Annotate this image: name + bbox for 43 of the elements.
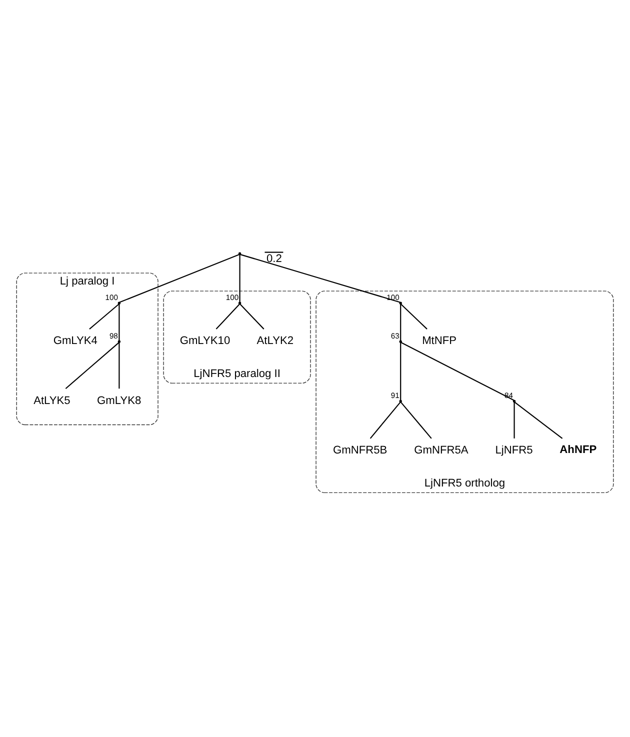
connector — [514, 401, 563, 438]
node-point — [238, 301, 242, 304]
connector — [89, 303, 120, 329]
connector — [65, 342, 120, 389]
node-label: 98 — [109, 330, 118, 340]
node-point — [399, 399, 402, 402]
connector — [400, 342, 514, 400]
connector — [400, 342, 402, 400]
node-point — [399, 340, 402, 342]
node-text: GmLYK8 — [97, 394, 142, 406]
node-point — [238, 252, 242, 254]
node-text: GmLYK4 — [53, 334, 98, 347]
connector — [240, 303, 264, 329]
node-text: LjNFR5 — [495, 444, 533, 456]
connector — [370, 401, 401, 438]
node-text: AhNFP — [560, 444, 597, 456]
connector — [400, 303, 428, 329]
node-label: 100 — [105, 292, 118, 302]
connector — [118, 304, 120, 340]
node-point — [512, 399, 516, 402]
connector — [514, 402, 515, 438]
connector — [216, 303, 240, 329]
node-label: 100 — [226, 292, 239, 302]
node-text: GmNFR5B — [333, 444, 388, 456]
node-text: MtNFP — [422, 334, 457, 347]
node-point — [399, 301, 402, 304]
node-label: 84 — [504, 390, 514, 400]
node-text: AtLYK5 — [34, 394, 70, 406]
node-point — [118, 340, 121, 342]
label: 0.2 — [266, 252, 282, 264]
connector — [240, 254, 400, 302]
node-label: 91 — [390, 390, 400, 400]
node-label: 100 — [386, 292, 400, 302]
node-text: GmNFR5A — [414, 444, 468, 456]
node-text: GmLYK10 — [180, 334, 230, 347]
connector — [400, 401, 432, 438]
connector — [118, 342, 120, 388]
connector — [239, 254, 240, 302]
node-label: 63 — [390, 330, 400, 340]
connector — [400, 304, 402, 340]
connector — [119, 254, 240, 302]
node-text: AtLYK2 — [256, 334, 294, 347]
node-point — [118, 301, 121, 304]
